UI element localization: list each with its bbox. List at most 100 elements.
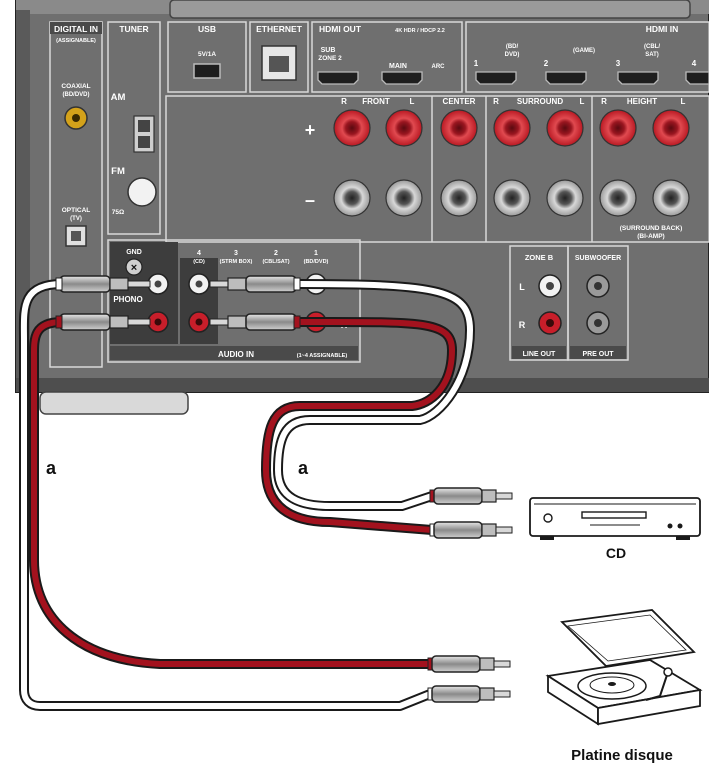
cd-end-plug-2-body (433, 521, 483, 539)
cd-in-plug-r-body (245, 313, 297, 331)
terminal-surround-r-plus[interactable] (493, 109, 531, 147)
center-label: CENTER (443, 97, 476, 106)
turntable-lid (560, 609, 696, 667)
turntable-spindle (608, 682, 616, 686)
usb-section (167, 21, 247, 93)
digital-in-title: DIGITAL IN (54, 24, 98, 34)
cd-in-plug-l-ring (227, 277, 247, 291)
terminal-front-r-minus[interactable] (333, 179, 371, 217)
hdmi-in-3-cbl: (CBL/ (644, 44, 660, 50)
hdmi-in-3-port[interactable] (617, 71, 659, 85)
minus-label: – (305, 190, 315, 210)
hdmi-in-1-dvd: DVD) (505, 52, 520, 58)
terminal-height-l-plus[interactable] (652, 109, 690, 147)
hdmi-main-label: MAIN (389, 63, 407, 70)
phono-plug-l-collar (55, 277, 63, 291)
hdmi-out-sub-port[interactable] (317, 71, 359, 85)
ch4-label: 4 (197, 250, 201, 257)
terminal-front-l-plus[interactable] (385, 109, 423, 147)
optical-jack-shutter (71, 231, 81, 241)
subwoofer-1-jack-hole (594, 282, 602, 290)
height-label: HEIGHT (627, 97, 657, 106)
coaxial-label: COAXIAL (61, 83, 90, 90)
hdmi-in-2-label: 2 (544, 59, 549, 68)
terminal-center-minus[interactable] (440, 179, 478, 217)
cable-label-left: a (46, 458, 57, 478)
hdmi-out-main-port[interactable] (381, 71, 423, 85)
fm-jack[interactable] (127, 177, 157, 207)
terminal-surround-l-plus[interactable] (546, 109, 584, 147)
surround-r-label: R (493, 97, 499, 106)
hdmi-out-spec: 4K HDR / HDCP 2.2 (395, 28, 445, 34)
cd-in-plug-r-tip (209, 318, 231, 326)
hdmi-in-1-bd: (BD/ (506, 44, 519, 50)
cd-end-plug-2-ring (481, 523, 497, 537)
turntable-end-plugs (427, 655, 511, 703)
cd-foot-right (676, 536, 690, 540)
phono-plug-l-tip (127, 280, 151, 288)
zone-b-r-jack-hole (546, 319, 554, 327)
cd-button-2 (677, 523, 683, 529)
plus-label: + (305, 120, 316, 140)
receiver-back-panel: DIGITAL IN (ASSIGNABLE) COAXIAL (BD/DVD)… (15, 0, 709, 415)
hdmi-in-4-port[interactable] (685, 71, 709, 85)
phono-plug-r-tip (127, 318, 151, 326)
usb-port[interactable] (193, 63, 221, 79)
terminal-surround-l-minus[interactable] (546, 179, 584, 217)
turntable-record (589, 676, 635, 694)
receiver-foot (39, 391, 189, 415)
terminal-front-l-minus[interactable] (385, 179, 423, 217)
zone-b-r-label: R (519, 320, 526, 330)
terminal-height-r-minus[interactable] (599, 179, 637, 217)
hdmi-in-2-port[interactable] (545, 71, 587, 85)
subwoofer-title: SUBWOOFER (575, 255, 621, 262)
gnd-screw[interactable] (125, 258, 143, 276)
cd-end-plug-1-body (433, 487, 483, 505)
cable-label-right: a (298, 458, 309, 478)
coaxial-sub: (BD/DVD) (63, 92, 90, 98)
cd-power-button (543, 513, 553, 523)
cd-l-jack-hole (195, 280, 203, 288)
zone-b-subwoofer-section: ZONE B SUBWOOFER L R LINE OUT PRE OUT (509, 245, 629, 361)
hdmi-in-4-label: 4 (692, 59, 697, 68)
cable-cd-right (261, 279, 475, 535)
hdmi-out-section (311, 21, 463, 93)
height-l-label: L (681, 97, 686, 106)
cd-r-jack-hole (195, 318, 203, 326)
terminal-height-r-plus[interactable] (599, 109, 637, 147)
cd-end-plugs (429, 487, 513, 539)
optical-sub: (TV) (70, 216, 82, 222)
phono-plug-l-body (59, 275, 111, 293)
speaker-terminals-section: R FRONT L CENTER R SURROUND L R HEIGHT L… (165, 95, 709, 243)
turntable-tonearm (645, 671, 669, 701)
fm-label: FM (111, 166, 125, 177)
ch2-label: 2 (274, 250, 278, 257)
zone-b-l-jack-hole (546, 282, 554, 290)
tuner-title: TUNER (119, 24, 148, 34)
hdmi-in-1-port[interactable] (475, 71, 517, 85)
surround-back-label: (SURROUND BACK) (620, 225, 682, 232)
terminal-front-r-plus[interactable] (333, 109, 371, 147)
top-handle (169, 0, 691, 19)
hdmi-in-3-sat: SAT) (645, 52, 659, 58)
zone-b-title: ZONE B (525, 253, 554, 262)
hdmi-zone2-label: ZONE 2 (318, 55, 342, 62)
turntable-cable-white (20, 281, 433, 709)
cd-input-plugs (209, 275, 301, 331)
optical-label: OPTICAL (62, 207, 91, 214)
tt-end-plug-1-tip (493, 660, 511, 668)
terminal-surround-r-minus[interactable] (493, 179, 531, 217)
terminal-height-l-minus[interactable] (652, 179, 690, 217)
am-terminal-slot-2 (138, 136, 150, 148)
hdmi-in-2-game: (GAME) (573, 48, 595, 54)
zone-b-l-label: L (519, 282, 525, 292)
height-r-label: R (601, 97, 607, 106)
cd-label: CD (606, 545, 626, 561)
gnd-screw-mark: × (131, 262, 137, 274)
audio-in-border (107, 239, 361, 363)
hdmi-in-title: HDMI IN (646, 24, 679, 34)
line-out-label: LINE OUT (523, 351, 556, 358)
surround-label: SURROUND (517, 97, 563, 106)
terminal-center-plus[interactable] (440, 109, 478, 147)
